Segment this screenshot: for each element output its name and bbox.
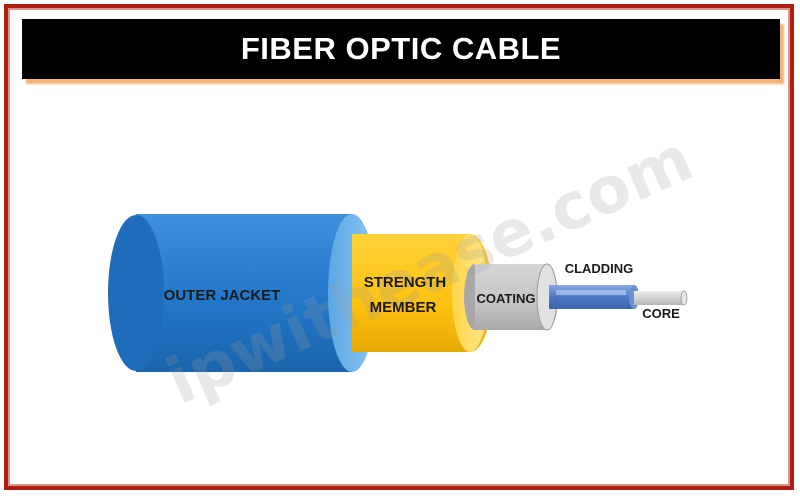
coating-body (475, 264, 558, 330)
cladding-layer (549, 285, 639, 309)
coating-label: COATING (477, 291, 536, 306)
cladding-label: CLADDING (565, 261, 634, 276)
core-face (680, 290, 688, 306)
coating-layer (464, 263, 558, 331)
core-layer (634, 290, 688, 306)
strength-member-label-line1: STRENGTH (364, 274, 447, 291)
cladding-highlight (556, 290, 626, 295)
core-body (634, 291, 687, 305)
outer-jacket-label: OUTER JACKET (164, 287, 281, 304)
title-bar: FIBER OPTIC CABLE (22, 19, 780, 79)
outer-jacket-body (131, 214, 357, 372)
core-label: CORE (642, 306, 680, 321)
page-title: FIBER OPTIC CABLE (240, 31, 562, 66)
outer-jacket-back-edge (108, 215, 164, 371)
cladding-body (549, 285, 639, 309)
strength-member-label-line2: MEMBER (370, 299, 437, 316)
